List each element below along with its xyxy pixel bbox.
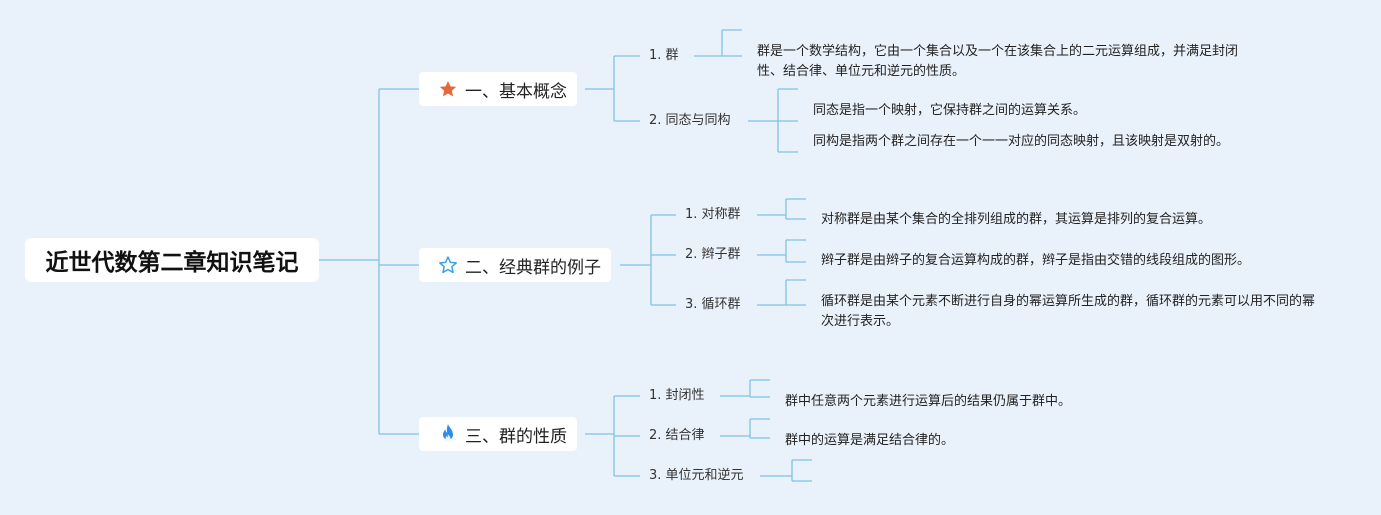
star-filled-icon bbox=[437, 78, 459, 100]
root-title: 近世代数第二章知识笔记 bbox=[45, 250, 299, 276]
branch-label: 二、经典群的例子 bbox=[465, 257, 601, 278]
detail-cyclic-group: 循环群是由某个元素不断进行自身的幂运算所生成的群，循环群的元素可以用不同的幂次进… bbox=[821, 292, 1319, 332]
detail-text: 同态是指一个映射，它保持群之间的运算关系。 bbox=[813, 103, 1087, 118]
detail-text: 辫子群是由辫子的复合运算构成的群，辫子是指由交错的线段组成的图形。 bbox=[821, 253, 1251, 268]
subtopic-group[interactable]: 1. 群 bbox=[649, 47, 679, 65]
connector-b3-c1 bbox=[720, 379, 770, 398]
branch-label: 一、基本概念 bbox=[465, 81, 567, 102]
detail-text: 对称群是由某个集合的全排列组成的群，其运算是排列的复合运算。 bbox=[821, 212, 1212, 227]
detail-text: 同构是指两个群之间存在一个一一对应的同态映射，且该映射是双射的。 bbox=[813, 134, 1230, 149]
subtopic-label: 1. 群 bbox=[649, 48, 679, 63]
branch-basic-concepts[interactable]: 一、基本概念 bbox=[419, 72, 577, 106]
subtopic-homomorphism[interactable]: 2. 同态与同构 bbox=[649, 112, 731, 130]
connector-branch-2 bbox=[620, 214, 676, 306]
subtopic-label: 2. 同态与同构 bbox=[649, 113, 731, 128]
subtopic-closure[interactable]: 1. 封闭性 bbox=[649, 387, 705, 405]
branch-classic-examples[interactable]: 二、经典群的例子 bbox=[419, 248, 611, 282]
subtopic-label: 3. 循环群 bbox=[685, 297, 741, 312]
detail-braid-group: 辫子群是由辫子的复合运算构成的群，辫子是指由交错的线段组成的图形。 bbox=[821, 251, 1250, 271]
detail-homomorphism: 同态是指一个映射，它保持群之间的运算关系。 bbox=[813, 101, 1086, 121]
connector-branch-1 bbox=[585, 55, 640, 122]
detail-text: 群是一个数学结构，它由一个集合以及一个在该集合上的二元运算组成，并满足封闭性、结… bbox=[757, 44, 1239, 79]
subtopic-symmetric-group[interactable]: 1. 对称群 bbox=[685, 206, 741, 224]
subtopic-braid-group[interactable]: 2. 辫子群 bbox=[685, 246, 741, 264]
detail-associativity: 群中的运算是满足结合律的。 bbox=[785, 431, 954, 451]
root-topic[interactable]: 近世代数第二章知识笔记 bbox=[25, 238, 319, 282]
detail-text: 循环群是由某个元素不断进行自身的幂运算所生成的群，循环群的元素可以用不同的幂次进… bbox=[821, 294, 1316, 329]
connector-branch-3 bbox=[585, 395, 640, 477]
connector-b3-c3 bbox=[760, 459, 812, 482]
subtopic-cyclic-group[interactable]: 3. 循环群 bbox=[685, 296, 741, 314]
connector-root bbox=[319, 88, 419, 435]
connector-b1-c1 bbox=[694, 29, 742, 57]
star-outline-icon bbox=[437, 254, 459, 276]
connector-b1-c2 bbox=[748, 88, 798, 153]
detail-text: 群中任意两个元素进行运算后的结果仍属于群中。 bbox=[785, 394, 1072, 409]
detail-text: 群中的运算是满足结合律的。 bbox=[785, 433, 955, 448]
subtopic-identity-inverse[interactable]: 3. 单位元和逆元 bbox=[649, 467, 744, 485]
connector-b2-c3 bbox=[757, 279, 806, 306]
detail-group-definition: 群是一个数学结构，它由一个集合以及一个在该集合上的二元运算组成，并满足封闭性、结… bbox=[757, 42, 1257, 82]
detail-closure: 群中任意两个元素进行运算后的结果仍属于群中。 bbox=[785, 392, 1071, 412]
subtopic-associativity[interactable]: 2. 结合律 bbox=[649, 427, 705, 445]
connector-b3-c2 bbox=[720, 418, 770, 439]
subtopic-label: 2. 辫子群 bbox=[685, 247, 741, 262]
detail-symmetric-group: 对称群是由某个集合的全排列组成的群，其运算是排列的复合运算。 bbox=[821, 210, 1211, 230]
branch-label: 三、群的性质 bbox=[465, 426, 567, 447]
connector-b2-c1 bbox=[757, 198, 806, 220]
detail-isomorphism: 同构是指两个群之间存在一个一一对应的同态映射，且该映射是双射的。 bbox=[813, 132, 1229, 152]
subtopic-label: 1. 封闭性 bbox=[649, 388, 705, 403]
connector-b2-c2 bbox=[757, 239, 806, 263]
branch-group-properties[interactable]: 三、群的性质 bbox=[419, 417, 577, 451]
subtopic-label: 1. 对称群 bbox=[685, 207, 741, 222]
flame-icon bbox=[437, 423, 459, 445]
subtopic-label: 3. 单位元和逆元 bbox=[649, 468, 744, 483]
subtopic-label: 2. 结合律 bbox=[649, 428, 705, 443]
